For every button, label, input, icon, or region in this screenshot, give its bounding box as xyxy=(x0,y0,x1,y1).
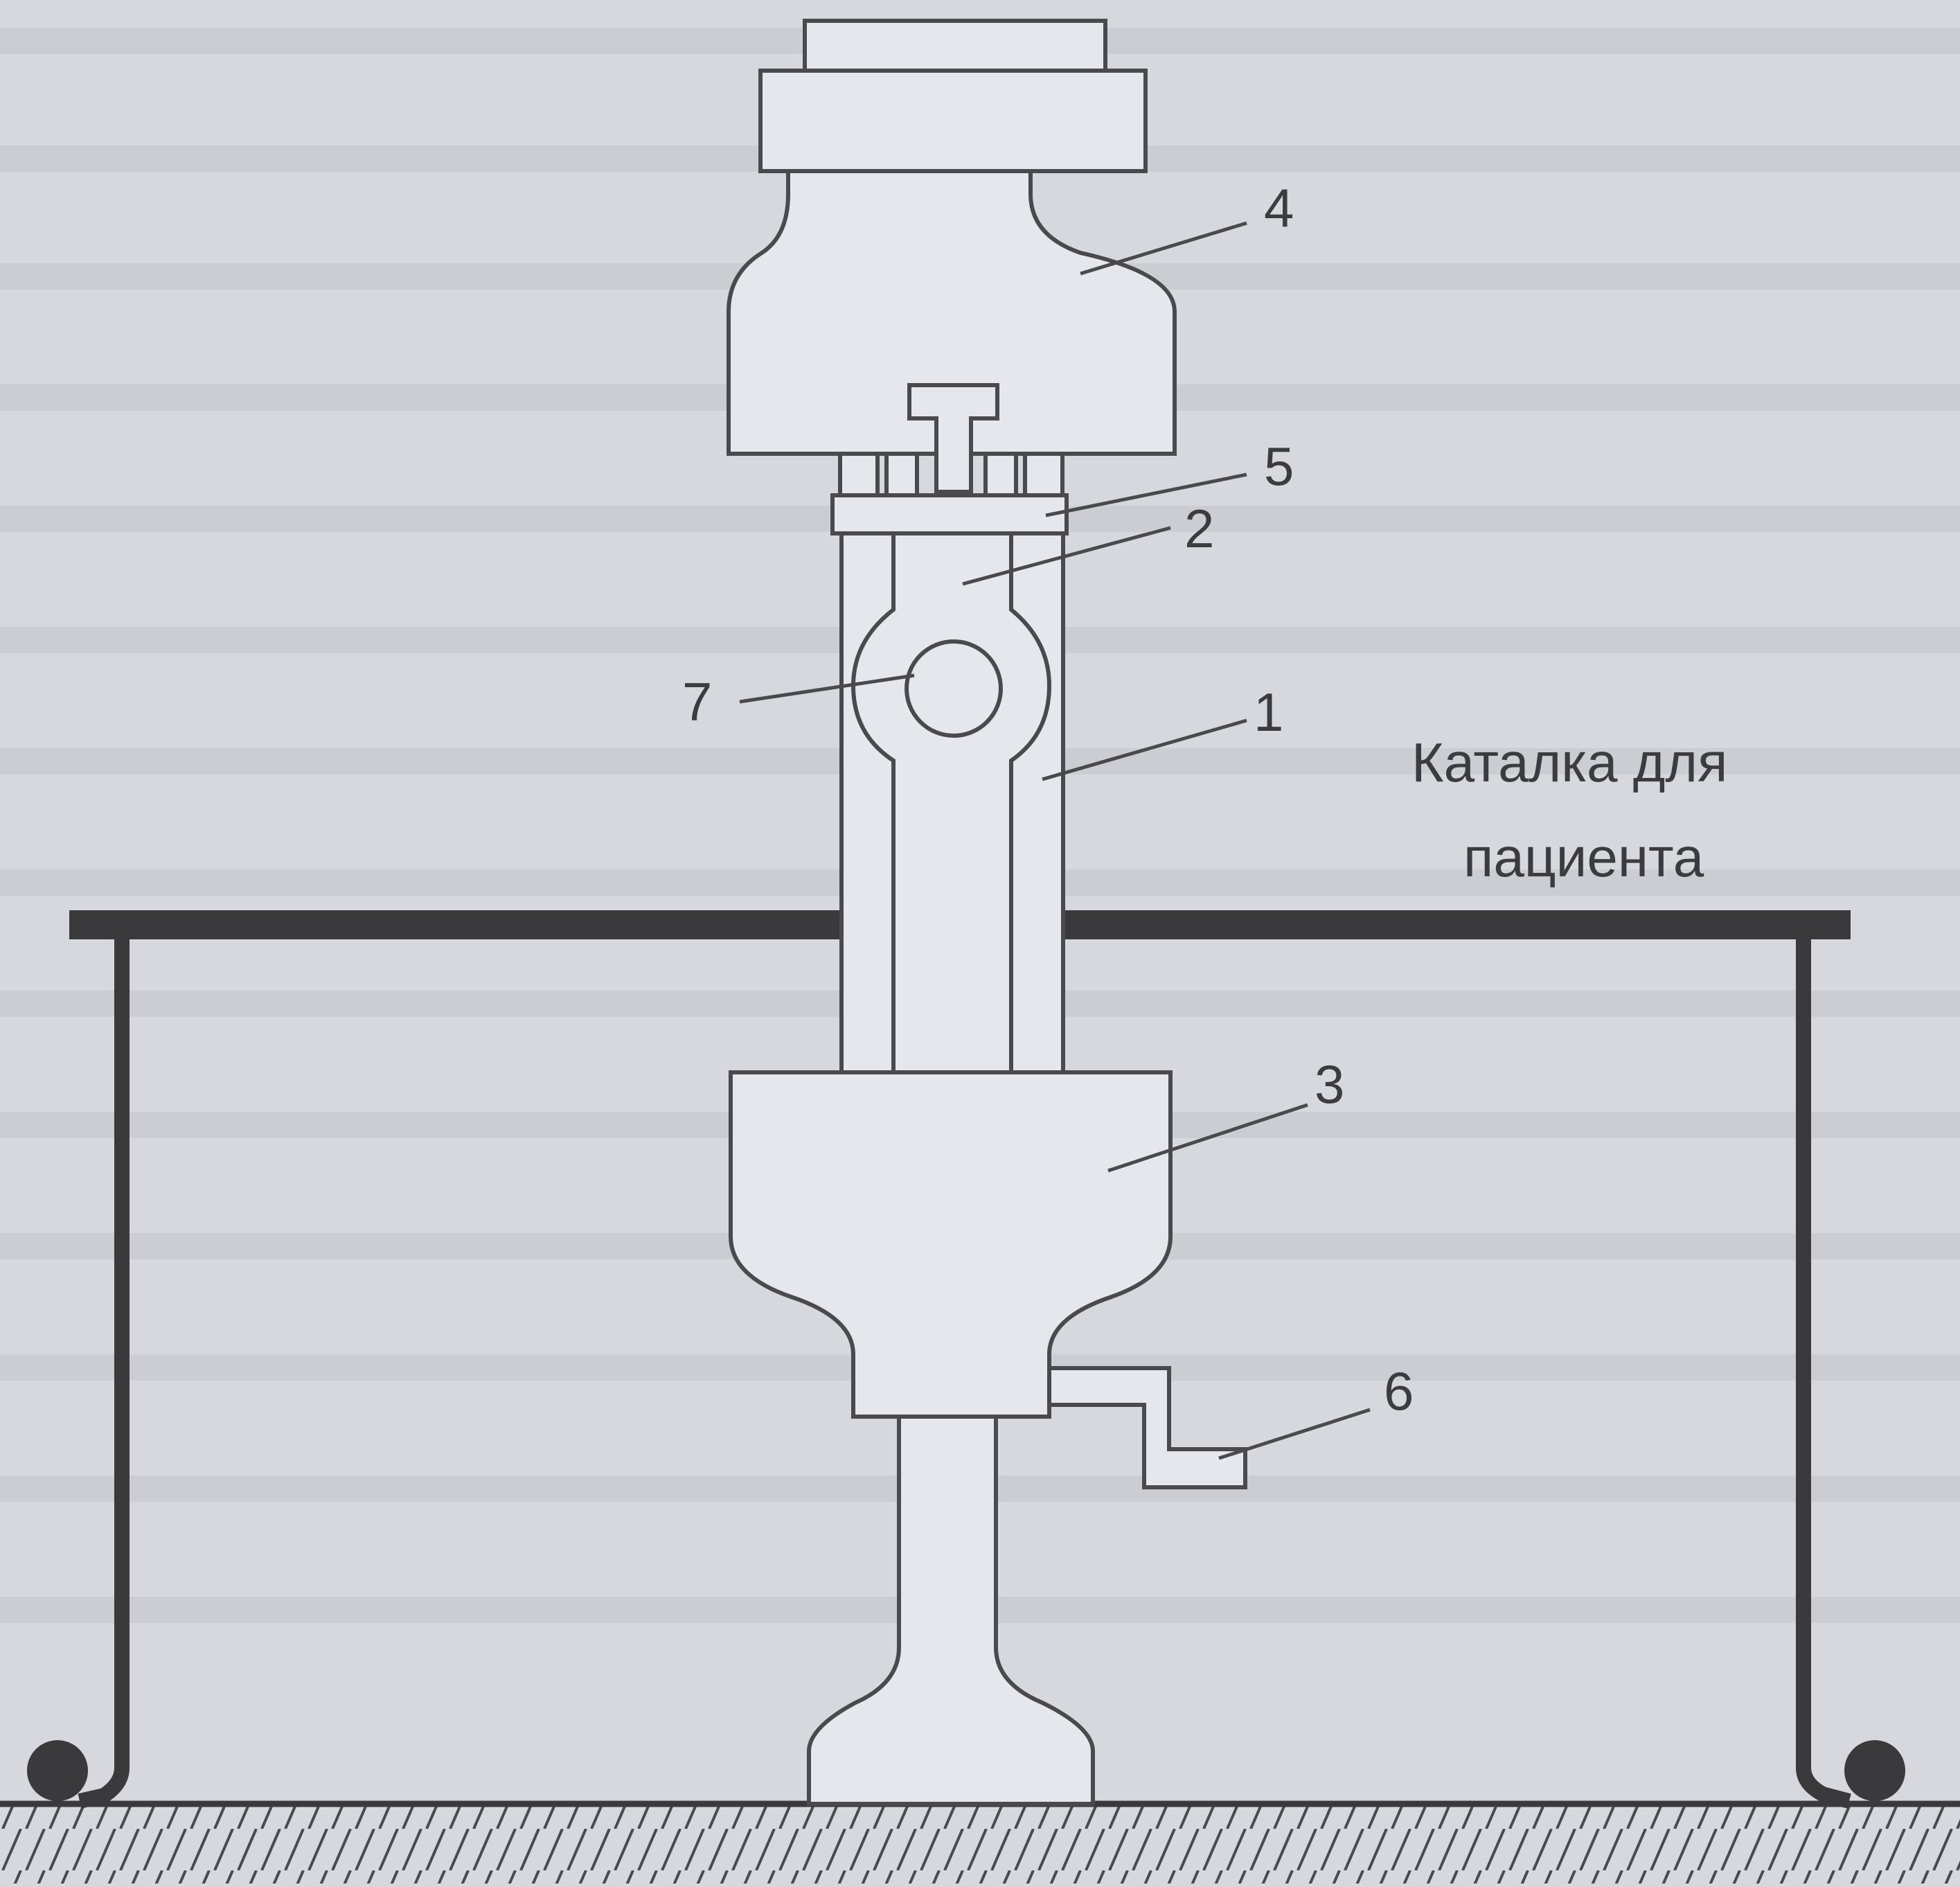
trolley-caption: Каталка для пациента xyxy=(1411,732,1727,888)
t-bolt xyxy=(907,383,999,494)
left-wheel xyxy=(27,1740,88,1801)
leader-3 xyxy=(1107,1103,1308,1173)
leader-4 xyxy=(1080,221,1247,276)
leader-5 xyxy=(1045,472,1247,517)
flange-5 xyxy=(830,493,1069,535)
floor xyxy=(0,1800,1960,1884)
leader-6 xyxy=(1218,1408,1371,1460)
callout-4: 4 xyxy=(1264,177,1294,238)
top-cap xyxy=(803,19,1107,78)
lower-unit-3 xyxy=(729,1070,1173,1419)
pedestal xyxy=(807,1415,1095,1806)
handle-6 xyxy=(1047,1366,1247,1489)
callout-7: 7 xyxy=(682,671,712,732)
callout-6: 6 xyxy=(1384,1361,1414,1421)
callout-labels: 4 5 2 7 1 3 6 xyxy=(682,177,1414,1421)
callout-5: 5 xyxy=(1264,436,1294,497)
caption-line-2: пациента xyxy=(1463,826,1704,888)
trolley-right-leg xyxy=(1796,921,1851,1809)
right-wheel xyxy=(1844,1740,1905,1801)
caption-line-1: Каталка для xyxy=(1411,732,1727,793)
joint-7 xyxy=(905,639,1003,738)
leader-2 xyxy=(962,526,1171,586)
leader-lines xyxy=(739,221,1371,1460)
leader-1 xyxy=(1042,718,1247,781)
callout-3: 3 xyxy=(1315,1054,1344,1115)
apparatus xyxy=(727,19,1247,1806)
top-block xyxy=(758,69,1148,173)
leader-7 xyxy=(739,673,915,704)
upper-unit-4 xyxy=(727,169,1177,456)
trolley-left-leg xyxy=(78,921,130,1809)
callout-1: 1 xyxy=(1254,682,1283,743)
callout-2: 2 xyxy=(1184,498,1214,559)
